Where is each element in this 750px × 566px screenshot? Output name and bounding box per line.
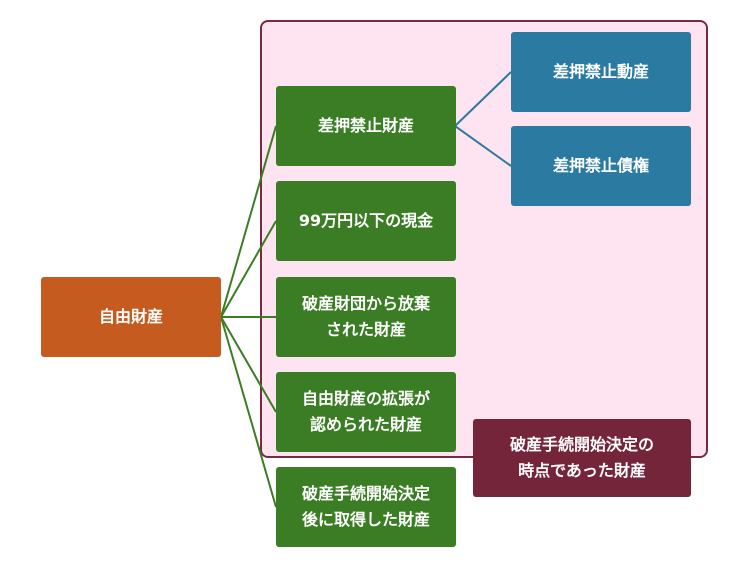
connector-category-1-to-sub-1 <box>454 71 512 127</box>
root-node-free-assets: 自由財産 <box>41 277 221 357</box>
category-node-cash-under-990k: 99万円以下の現金 <box>276 181 456 261</box>
category-node-post-commencement-assets: 破産手続開始決定 後に取得した財産 <box>276 467 456 547</box>
region-label-line-2: 時点であった財産 <box>518 461 646 480</box>
category-node-extended-free-assets: 自由財産の拡張が 認められた財産 <box>276 372 456 452</box>
connector-category-1-to-sub-2 <box>454 125 512 167</box>
category-node-label: 差押禁止財産 <box>317 115 414 135</box>
connector-root-to-category-2 <box>220 220 277 318</box>
region-label-assets-at-commencement: 破産手続開始決定の 時点であった財産 <box>473 419 691 497</box>
subcategory-node-label: 差押禁止債権 <box>552 155 649 175</box>
subcategory-node-exempt-movables: 差押禁止動産 <box>511 32 691 112</box>
category-node-label-line-1: 破産手続開始決定 <box>301 483 430 503</box>
region-label-line-1: 破産手続開始決定の <box>509 434 654 454</box>
root-node-label: 自由財産 <box>98 306 163 326</box>
connector-root-to-category-1 <box>220 125 277 318</box>
category-node-label-line-1: 自由財産の拡張が <box>301 388 430 408</box>
subcategory-node-label: 差押禁止動産 <box>552 61 649 81</box>
category-node-label-line-1: 破産財団から放棄 <box>301 293 430 313</box>
category-node-label-line-2: された財産 <box>325 320 406 339</box>
category-node-label-line-2: 認められた財産 <box>309 415 422 434</box>
connector-root-to-category-4 <box>220 316 277 413</box>
category-node-abandoned-estate-assets: 破産財団から放棄 された財産 <box>276 277 456 357</box>
connector-root-to-category-5 <box>220 316 277 508</box>
subcategory-node-exempt-claims: 差押禁止債権 <box>511 126 691 206</box>
category-node-exempt-assets: 差押禁止財産 <box>276 86 456 166</box>
category-node-label: 99万円以下の現金 <box>298 210 434 230</box>
category-node-label-line-2: 後に取得した財産 <box>301 510 430 529</box>
